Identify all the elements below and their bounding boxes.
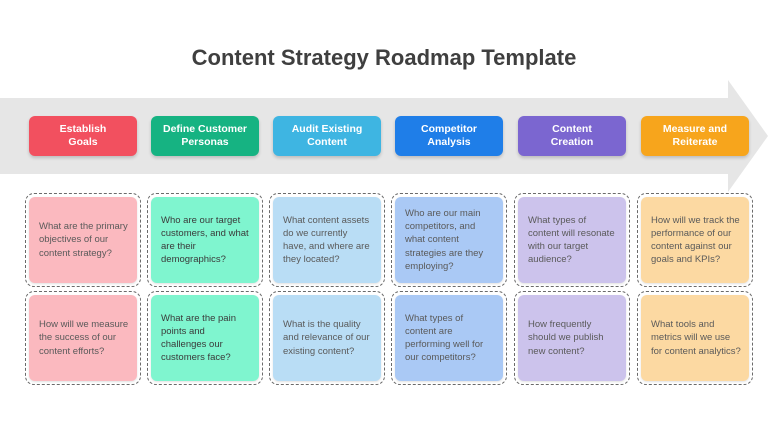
question-card: What is the quality and relevance of our…	[273, 295, 381, 381]
question-card: Who are our target customers, and what a…	[151, 197, 259, 283]
page-title: Content Strategy Roadmap Template	[191, 45, 577, 70]
card-frame: What are the primary objectives of our c…	[25, 193, 141, 287]
question-card: What content assets do we currently have…	[273, 197, 381, 283]
question-card: What tools and metrics will we use for c…	[641, 295, 749, 381]
card-frame: Who are our target customers, and what a…	[147, 193, 263, 287]
step-1-label: Establish Goals	[29, 116, 137, 156]
question-card: How frequently should we publish new con…	[518, 295, 626, 381]
card-frame: What tools and metrics will we use for c…	[637, 291, 753, 385]
question-card: How will we measure the success of our c…	[29, 295, 137, 381]
roadmap-arrow	[0, 80, 768, 192]
card-frame: How frequently should we publish new con…	[514, 291, 630, 385]
question-card: How will we track the performance of our…	[641, 197, 749, 283]
card-frame: What types of content are performing wel…	[391, 291, 507, 385]
step-2-label: Define Customer Personas	[151, 116, 259, 156]
question-card: What are the primary objectives of our c…	[29, 197, 137, 283]
card-frame: What types of content will resonate with…	[514, 193, 630, 287]
card-frame: What are the pain points and challenges …	[147, 291, 263, 385]
step-4-label: Competitor Analysis	[395, 116, 503, 156]
step-3-label: Audit Existing Content	[273, 116, 381, 156]
step-5-label: Content Creation	[518, 116, 626, 156]
question-card: What are the pain points and challenges …	[151, 295, 259, 381]
card-frame: How will we measure the success of our c…	[25, 291, 141, 385]
step-6-label: Measure and Reiterate	[641, 116, 749, 156]
question-card: Who are our main competitors, and what c…	[395, 197, 503, 283]
question-card: What types of content will resonate with…	[518, 197, 626, 283]
card-frame: What is the quality and relevance of our…	[269, 291, 385, 385]
card-frame: How will we track the performance of our…	[637, 193, 753, 287]
card-frame: What content assets do we currently have…	[269, 193, 385, 287]
card-frame: Who are our main competitors, and what c…	[391, 193, 507, 287]
question-card: What types of content are performing wel…	[395, 295, 503, 381]
